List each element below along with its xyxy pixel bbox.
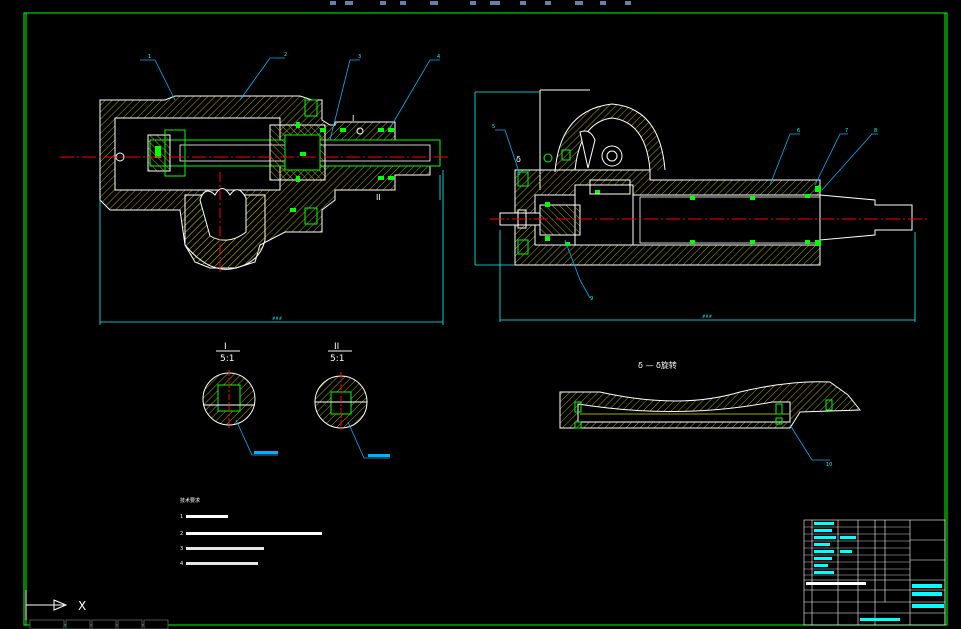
title-block-text-marks: [806, 522, 944, 621]
callout-3: 3: [358, 54, 361, 60]
svg-text:###: ###: [702, 314, 713, 319]
detail-I-label: I: [224, 342, 227, 352]
toolbar-strip: [0, 0, 961, 8]
detail-marker-II: II: [376, 193, 381, 202]
callout-10: 10: [826, 462, 832, 468]
technical-notes: 技术要求 1 2 3 4: [180, 497, 322, 567]
notes-title: 技术要求: [180, 497, 200, 504]
callout-6: 6: [797, 128, 800, 134]
rotated-section-view: δ — δ旋转 10: [559, 360, 862, 468]
main-section-view-left: ### 1 2 3 4 I II: [60, 52, 448, 325]
detail-II-scale: 5:1: [330, 354, 344, 364]
main-section-view-right: ### 5 6 7 8 9 δ: [474, 89, 928, 322]
ucs-x-label: X: [78, 599, 86, 613]
detail-marker-I: I: [352, 114, 354, 123]
note-2-number: 2: [180, 531, 183, 537]
svg-text:###: ###: [272, 316, 283, 321]
ucs-icon: X: [25, 590, 86, 620]
callout-5: 5: [492, 124, 495, 130]
callout-8: 8: [874, 128, 877, 134]
callout-4: 4: [437, 54, 440, 60]
detail-II-label: II: [334, 342, 339, 352]
layout-tabs[interactable]: [29, 619, 169, 629]
callout-2: 2: [284, 52, 287, 58]
svg-text:δ: δ: [516, 155, 521, 164]
note-4-number: 4: [180, 561, 183, 567]
drawing-border-outer: [23, 12, 948, 626]
callout-7: 7: [845, 128, 848, 134]
title-block: [803, 519, 946, 626]
detail-I-scale: 5:1: [220, 354, 234, 364]
note-3-number: 3: [180, 546, 183, 552]
callout-9: 9: [590, 296, 593, 302]
note-1-number: 1: [180, 514, 183, 520]
callout-1: 1: [148, 54, 151, 60]
detail-view-I: I 5:1: [202, 342, 278, 456]
section-view-label: δ — δ旋转: [638, 360, 677, 370]
detail-view-II: II 5:1: [314, 342, 390, 459]
